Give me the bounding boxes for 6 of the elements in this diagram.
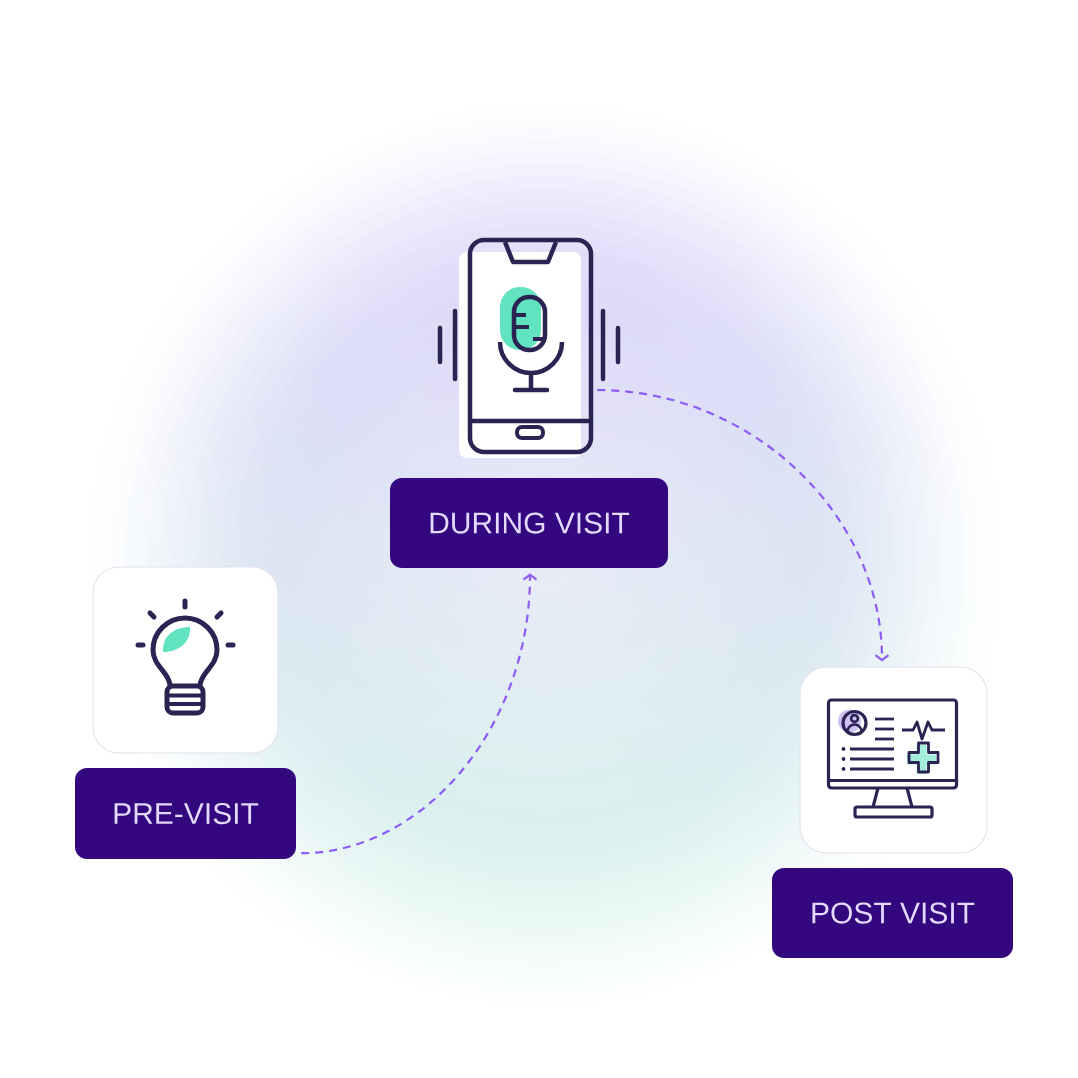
curved-arrow (301, 573, 538, 855)
stage-label: POST VISIT (772, 868, 1013, 958)
stage-label: PRE-VISIT (75, 768, 296, 859)
stage-label: DURING VISIT (390, 478, 668, 568)
curved-arrow (597, 388, 890, 662)
smartphone-icon (437, 237, 621, 458)
